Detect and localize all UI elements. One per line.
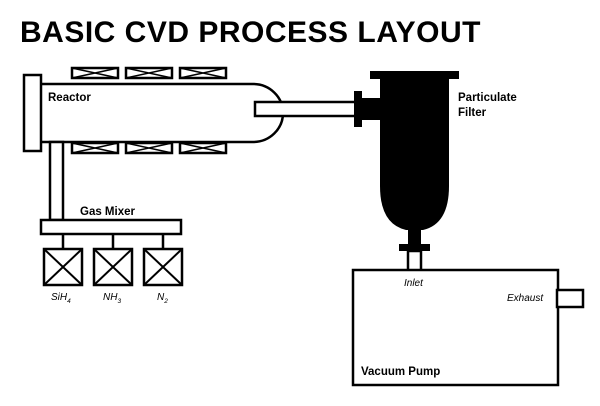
- gas-source-n2: [142, 247, 184, 287]
- inlet-label: Inlet: [404, 278, 424, 289]
- gas-label-nh3: NH3: [103, 292, 121, 305]
- vacuum-pump-label: Vacuum Pump: [361, 366, 440, 378]
- reactor-to-filter-pipe: [253, 100, 359, 118]
- filter-outlet-neck: [408, 228, 421, 246]
- heater-coil: [178, 141, 228, 155]
- filter-to-pump-pipe: [406, 249, 423, 273]
- gas-source-nh3: [92, 247, 134, 287]
- filter-inlet-flange: [354, 91, 362, 127]
- reactor-end-flange: [22, 73, 43, 153]
- heater-coils-top: [70, 66, 228, 80]
- gas-mixer-label: Gas Mixer: [80, 206, 135, 218]
- gas-label-n2: N2: [157, 292, 168, 305]
- filter-label-line1: Particulate: [458, 92, 517, 104]
- diagram-title: BASIC CVD PROCESS LAYOUT: [20, 16, 481, 49]
- filter-outlet-flange: [399, 244, 430, 251]
- filter-body: [380, 78, 449, 230]
- heater-coils-bottom: [70, 141, 228, 155]
- vacuum-pump-body: [351, 268, 560, 387]
- particulate-filter: [354, 71, 459, 251]
- gas-source-sih4: [42, 247, 84, 287]
- filter-label-line2: Filter: [458, 107, 487, 119]
- gas-mixer-body: [39, 218, 183, 236]
- reactor-label: Reactor: [48, 92, 91, 104]
- heater-coil: [124, 141, 174, 155]
- gas-label-sih4: SiH4: [51, 292, 71, 305]
- heater-coil: [70, 141, 120, 155]
- gas-supply-line: [48, 140, 65, 222]
- heater-coil: [124, 66, 174, 80]
- filter-top-flange: [370, 71, 459, 79]
- exhaust-label: Exhaust: [507, 293, 544, 304]
- exhaust-port: [555, 288, 585, 309]
- filter-inlet-port: [362, 98, 380, 120]
- mixer-to-source-lines: [61, 234, 165, 249]
- heater-coil: [70, 66, 120, 80]
- heater-coil: [178, 66, 228, 80]
